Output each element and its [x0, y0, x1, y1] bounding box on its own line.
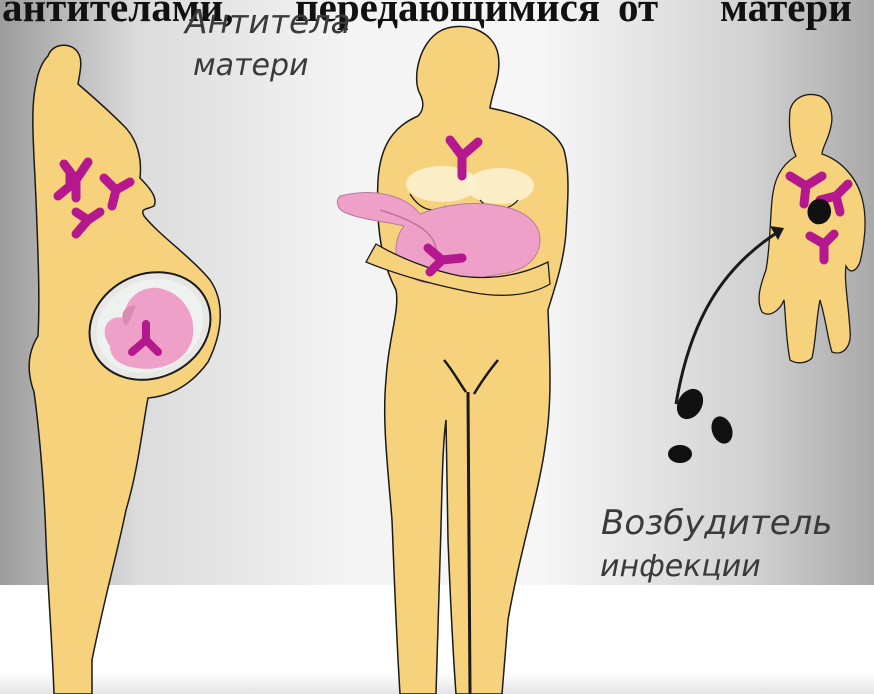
nursing-mother-figure [378, 26, 568, 694]
maternal-antibodies-label: Антитела [185, 2, 351, 41]
header-word: матери [720, 0, 852, 31]
pathogen-icon [708, 413, 736, 446]
pathogen-label-line2: инфекции [600, 549, 761, 584]
maternal-antibodies-label-line2: матери [193, 48, 309, 83]
header-word: от [618, 0, 658, 31]
pathogen-label: Возбудитель [601, 503, 832, 543]
header-caption: антителами, передающимися от матери [0, 0, 874, 27]
pathogen-icon [668, 445, 692, 463]
